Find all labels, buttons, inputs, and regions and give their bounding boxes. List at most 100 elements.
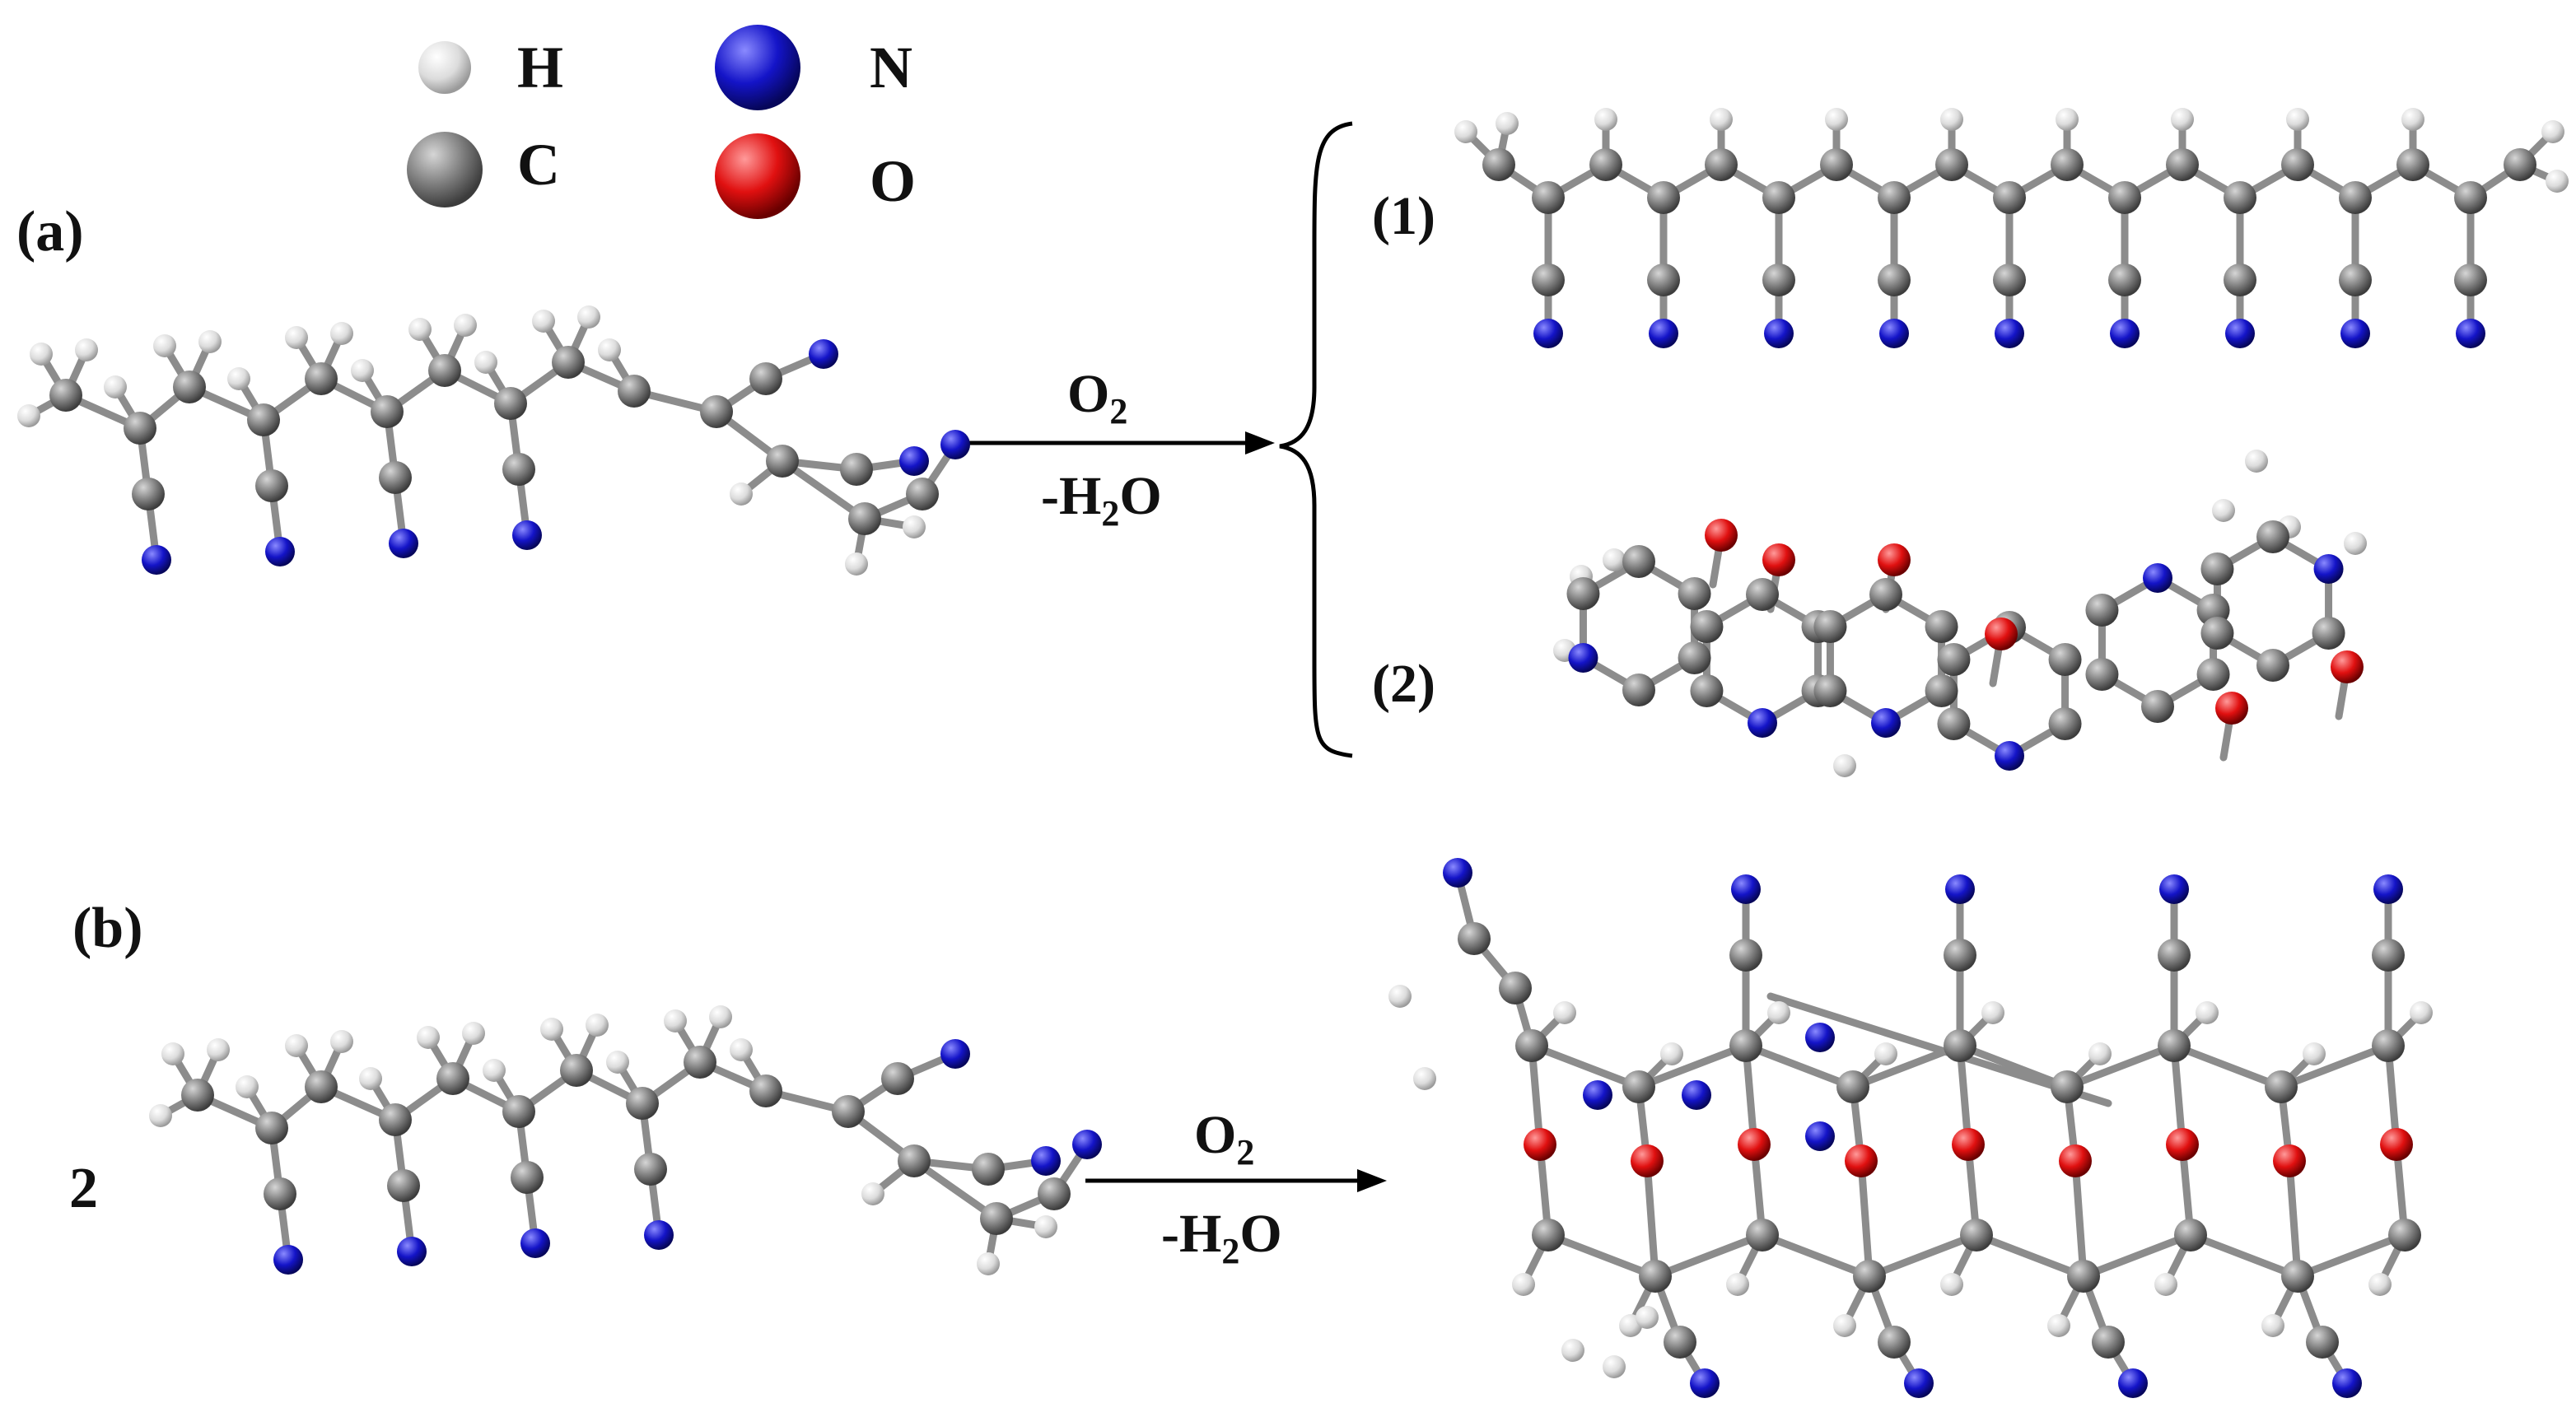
bond (1643, 1157, 1659, 1280)
product-2-cyclized-molecule (1553, 450, 2367, 777)
oxygen-atom (2059, 1144, 2092, 1177)
hydrogen-atom (17, 404, 40, 427)
oxygen-atom (1762, 543, 1795, 576)
panel-label-a: (a) (16, 200, 84, 263)
hydrogen-atom (861, 1182, 884, 1205)
nitrogen-atom (512, 520, 542, 550)
oxygen-atom (1705, 519, 1738, 552)
hydrogen-atom (2546, 170, 2569, 193)
hydrogen-atom (577, 305, 600, 329)
bond (1956, 1042, 2071, 1091)
hydrogen-atom (75, 338, 98, 361)
carbon-atom (1746, 578, 1779, 611)
hydrogen-atom (1553, 1001, 1576, 1024)
oxygen-atom (2380, 1128, 2413, 1161)
oxygen-atom (1952, 1128, 1985, 1161)
carbon-atom (1038, 1177, 1071, 1210)
hydrogen-atom (1454, 120, 1477, 143)
carbon-atom (2281, 148, 2314, 181)
hydrogen-atom (2212, 499, 2235, 522)
hydrogen-atom (359, 1067, 382, 1090)
hydrogen-atom (1825, 108, 1848, 131)
carbon-atom (898, 1144, 931, 1177)
hydrogen-atom (532, 310, 555, 333)
carbon-atom (1935, 148, 1968, 181)
hydrogen-atom (417, 1026, 440, 1049)
hydrogen-atom (330, 1030, 353, 1053)
carbon-atom (1836, 1070, 1869, 1103)
bond (2186, 1231, 2302, 1280)
carbon-atom (1532, 263, 1565, 296)
carbon-atom (2256, 520, 2289, 553)
nitrogen-atom (142, 545, 171, 575)
bond (2285, 1157, 2302, 1280)
carbon-atom (1960, 1219, 1993, 1252)
carbon-atom (1458, 922, 1491, 955)
nitrogen-atom (2143, 563, 2172, 593)
crosslinked-product-molecule (1388, 858, 2433, 1398)
carbon-atom (1746, 1219, 1779, 1252)
carbon-atom (1690, 674, 1724, 707)
carbon-atom (634, 1153, 667, 1186)
nitrogen-atom (1904, 1368, 1934, 1398)
oxygen-atom (2215, 692, 2248, 725)
carbon-atom (49, 379, 82, 412)
hydrogen-atom (1833, 1314, 1856, 1337)
hydrogen-atom (903, 515, 926, 538)
carbon-atom (1762, 181, 1795, 214)
carbon-atom (1869, 578, 1902, 611)
carbon-atom (255, 1112, 288, 1144)
nitrogen-atom (1443, 858, 1472, 888)
hydrogen-atom (1940, 1273, 1963, 1296)
nitrogen-atom (1805, 1023, 1835, 1052)
product-brace (1279, 121, 1353, 758)
carbon-atom (848, 502, 881, 535)
oxygen-atom (1631, 1144, 1664, 1177)
oxygen-atom (1738, 1128, 1771, 1161)
carbon-atom (2051, 1070, 2084, 1103)
hydrogen-atom (1767, 1001, 1790, 1024)
carbon-atom (1705, 148, 1738, 181)
hydrogen-atom (1496, 112, 1519, 135)
carbon-atom (2196, 658, 2230, 691)
hydrogen-atom (2196, 1001, 2219, 1024)
carbon-atom (2048, 643, 2082, 676)
hydrogen-atom (730, 482, 753, 506)
carbon-atom (1532, 1219, 1565, 1252)
nitrogen-atom (273, 1245, 303, 1275)
carbon-atom (1937, 707, 1971, 740)
nitrogen-atom (1731, 874, 1761, 904)
product-1-polyene-molecule (1454, 108, 2569, 348)
bond (2277, 1042, 2392, 1091)
nitrogen-atom (389, 529, 418, 558)
hydrogen-atom (2401, 108, 2424, 131)
hydrogen-atom (606, 1051, 629, 1074)
carbon-atom (1878, 1326, 1911, 1359)
carbon-atom (1482, 148, 1515, 181)
carbon-atom (255, 469, 288, 502)
carbon-atom (173, 371, 206, 403)
legend-label-nitrogen: N (870, 35, 912, 100)
oxygen-atom (1845, 1144, 1878, 1177)
nitrogen-atom (940, 1039, 970, 1069)
hydrogen-atom (408, 318, 432, 341)
nitrogen-atom (1945, 874, 1975, 904)
nitrogen-atom (1649, 319, 1678, 348)
hydrogen-atom (1726, 1273, 1749, 1296)
hydrogen-atom (285, 326, 308, 349)
hydrogen-atom (285, 1034, 308, 1057)
nitrogen-atom (1568, 643, 1598, 673)
bond (1742, 1042, 1857, 1091)
carbon-atom (1820, 148, 1853, 181)
carbon-atom (1993, 181, 2026, 214)
hydrogen-atom (2245, 450, 2268, 473)
oxygen-atom (2331, 650, 2364, 683)
hydrogen-atom (198, 330, 222, 353)
carbon-atom (2224, 263, 2256, 296)
hydrogen-atom (104, 375, 127, 399)
carbon-atom (2339, 263, 2372, 296)
nitrogen-atom (1748, 708, 1777, 738)
carbon-atom (1622, 674, 1655, 706)
nitrogen-atom (265, 537, 295, 566)
